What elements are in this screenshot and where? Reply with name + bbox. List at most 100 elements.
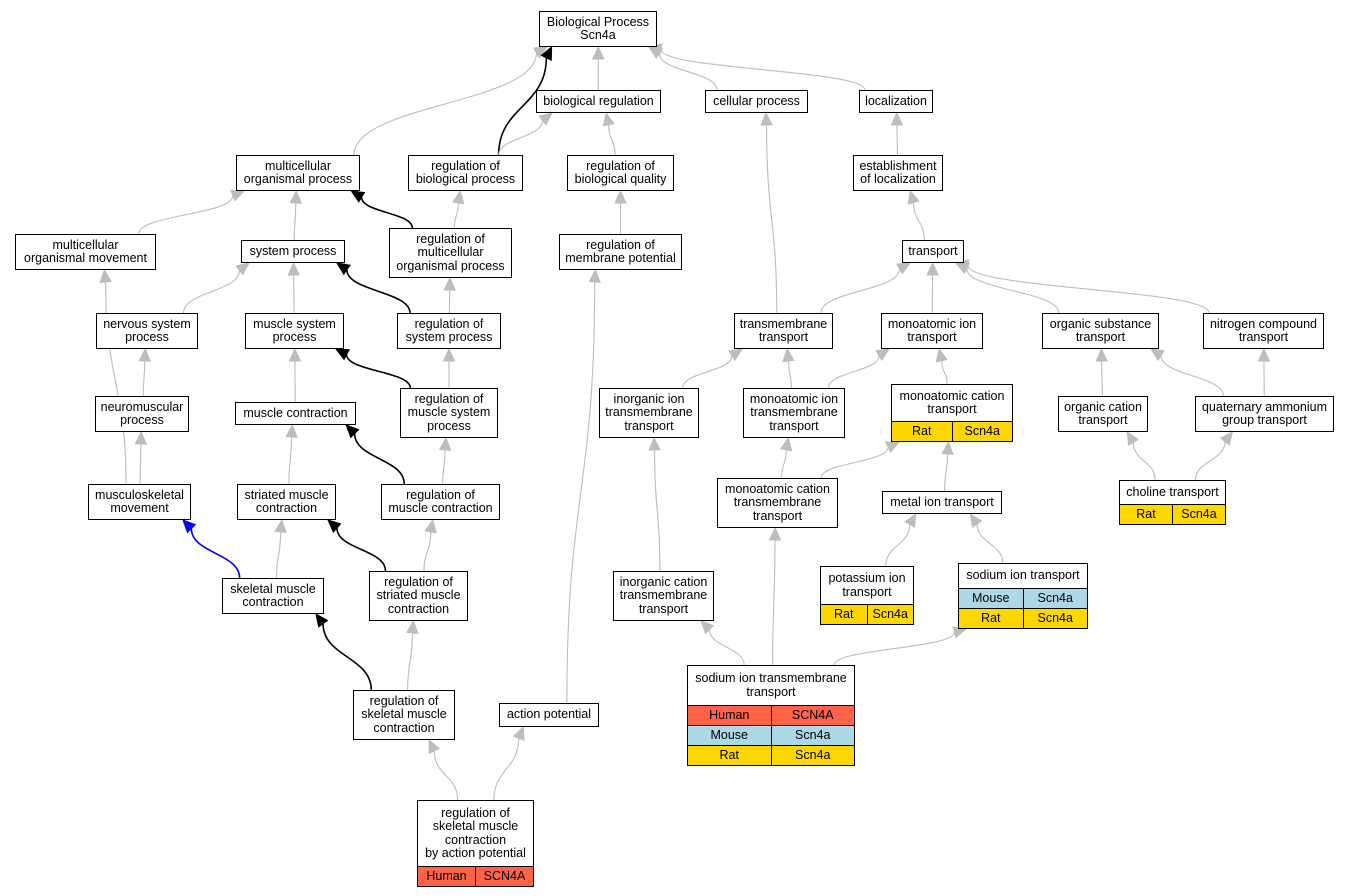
edge-is-a: [353, 46, 549, 156]
node-regulation-of-muscle-system-process[interactable]: regulation of muscle system process: [400, 388, 498, 438]
edge-is-a: [768, 526, 782, 666]
species-name: Rat: [834, 606, 854, 621]
species-name: Human: [426, 868, 467, 883]
node-label: sodium ion transport: [966, 568, 1080, 583]
node-organic-cation-transport[interactable]: organic cation transport: [1058, 396, 1148, 432]
node-multicellular-organismal-process[interactable]: multicellular organismal process: [236, 155, 360, 191]
node-label: neuromuscular process: [100, 399, 184, 427]
node-label: choline transport: [1126, 484, 1219, 499]
node-transport[interactable]: transport: [902, 240, 964, 263]
edge-is-a: [827, 348, 891, 389]
node-musculoskeletal-movement[interactable]: musculoskeletal movement: [88, 484, 191, 520]
node-striated-muscle-contraction[interactable]: striated muscle contraction: [237, 484, 336, 520]
node-label: regulation of biological quality: [574, 158, 667, 186]
node-label: monoatomic ion transmembrane transport: [749, 391, 839, 433]
node-label: organic substance transport: [1049, 316, 1152, 344]
gene-symbol[interactable]: Scn4a: [1022, 589, 1088, 608]
node-biological-regulation[interactable]: biological regulation: [536, 90, 661, 113]
node-label: biological regulation: [543, 93, 654, 108]
gene-symbol[interactable]: Scn4a: [770, 746, 855, 765]
edge-is-a: [566, 268, 601, 704]
node-muscle-contraction[interactable]: muscle contraction: [235, 402, 356, 425]
node-label: regulation of muscle contraction: [388, 487, 493, 515]
node-establishment-of-localization[interactable]: establishment of localization: [853, 155, 943, 191]
node-label: regulation of multicellular organismal p…: [396, 231, 505, 273]
node-regulation-of-system-process[interactable]: regulation of system process: [397, 313, 501, 349]
edge-is-a: [452, 189, 465, 229]
edge-regulates: [327, 519, 387, 572]
edge-is-a: [941, 440, 954, 492]
node-regulation-of-skeletal-muscle-contraction[interactable]: regulation of skeletal muscle contractio…: [353, 690, 455, 740]
node-regulation-of-biological-quality[interactable]: regulation of biological quality: [567, 155, 674, 191]
node-organic-substance-transport[interactable]: organic substance transport: [1042, 313, 1159, 349]
node-inorganic-cation-transmembrane-transport[interactable]: inorganic cation transmembrane transport: [613, 571, 714, 621]
edge-is-a: [1126, 430, 1156, 481]
gene-symbol[interactable]: SCN4A: [770, 706, 855, 725]
edge-is-a: [285, 423, 298, 485]
edge-regulates: [345, 424, 406, 485]
node-monoatomic-cation-transmembrane-transport[interactable]: monoatomic cation transmembrane transpor…: [717, 478, 838, 528]
gene-symbol[interactable]: Scn4a: [770, 726, 855, 745]
node-regulation-of-membrane-potential[interactable]: regulation of membrane potential: [559, 234, 682, 270]
node-label: nervous system process: [103, 316, 191, 344]
node-nervous-system-process[interactable]: nervous system process: [96, 313, 198, 349]
edge-is-a: [591, 45, 605, 91]
edge-is-a: [820, 262, 912, 314]
node-label: transport: [908, 243, 958, 258]
gene-symbol[interactable]: SCN4A: [475, 867, 533, 886]
node-label: regulation of muscle system process: [407, 391, 491, 433]
node-transmembrane-transport[interactable]: transmembrane transport: [734, 313, 833, 349]
species-row: Rat Scn4a: [821, 604, 913, 624]
gene-symbol[interactable]: Scn4a: [1172, 505, 1225, 524]
edge-is-a: [954, 259, 1210, 314]
species-row: Human SCN4A: [418, 866, 533, 886]
species-name: Rat: [1136, 506, 1156, 521]
node-regulation-of-striated-muscle-contraction[interactable]: regulation of striated muscle contractio…: [369, 571, 468, 621]
node-label: inorganic ion transmembrane transport: [605, 391, 693, 433]
node-regulation-of-muscle-contraction[interactable]: regulation of muscle contraction: [381, 484, 500, 520]
node-regulation-of-skeletal-muscle-contraction-by-action-potential[interactable]: regulation of skeletal muscle contractio…: [417, 800, 534, 887]
node-regulation-of-biological-process[interactable]: regulation of biological process: [408, 155, 523, 191]
node-biological-process-scn4a[interactable]: Biological Process Scn4a: [539, 11, 657, 47]
edge-is-a: [760, 111, 778, 314]
node-multicellular-organismal-movement[interactable]: multicellular organismal movement: [15, 234, 156, 270]
node-regulation-of-multicellular-organismal-process[interactable]: regulation of multicellular organismal p…: [389, 228, 512, 278]
species-name: Rat: [981, 610, 1001, 625]
node-monoatomic-ion-transport[interactable]: monoatomic ion transport: [881, 313, 983, 349]
gene-symbol[interactable]: Scn4a: [866, 605, 914, 624]
edge-is-a: [700, 620, 745, 666]
node-localization[interactable]: localization: [859, 90, 933, 113]
node-label: monoatomic cation transmembrane transpor…: [725, 481, 830, 523]
edge-is-a: [648, 436, 661, 572]
edge-is-a: [1149, 348, 1225, 397]
node-action-potential[interactable]: action potential: [499, 703, 599, 727]
edge-is-a: [138, 347, 151, 397]
node-quaternary-ammonium-group-transport[interactable]: quaternary ammonium group transport: [1195, 396, 1334, 432]
node-nitrogen-compound-transport[interactable]: nitrogen compound transport: [1203, 313, 1324, 349]
edge-is-a: [1095, 347, 1108, 397]
edge-is-a: [134, 430, 148, 485]
node-cellular-process[interactable]: cellular process: [705, 90, 808, 113]
edge-is-a: [423, 518, 437, 572]
node-muscle-system-process[interactable]: muscle system process: [245, 313, 344, 349]
node-metal-ion-transport[interactable]: metal ion transport: [882, 491, 1002, 514]
node-skeletal-muscle-contraction[interactable]: skeletal muscle contraction: [222, 578, 324, 614]
edge-is-a: [138, 189, 246, 235]
species-name: Rat: [912, 423, 932, 438]
edge-is-a: [443, 276, 457, 314]
node-monoatomic-ion-transmembrane-transport[interactable]: monoatomic ion transmembrane transport: [743, 388, 845, 438]
gene-symbol[interactable]: Scn4a: [1022, 609, 1088, 628]
node-inorganic-ion-transmembrane-transport[interactable]: inorganic ion transmembrane transport: [599, 388, 699, 438]
edge-regulates: [497, 45, 553, 156]
gene-symbol[interactable]: Scn4a: [951, 422, 1013, 441]
species-name: Rat: [719, 747, 739, 762]
node-neuromuscular-process[interactable]: neuromuscular process: [95, 396, 189, 432]
node-system-process[interactable]: system process: [241, 240, 345, 263]
